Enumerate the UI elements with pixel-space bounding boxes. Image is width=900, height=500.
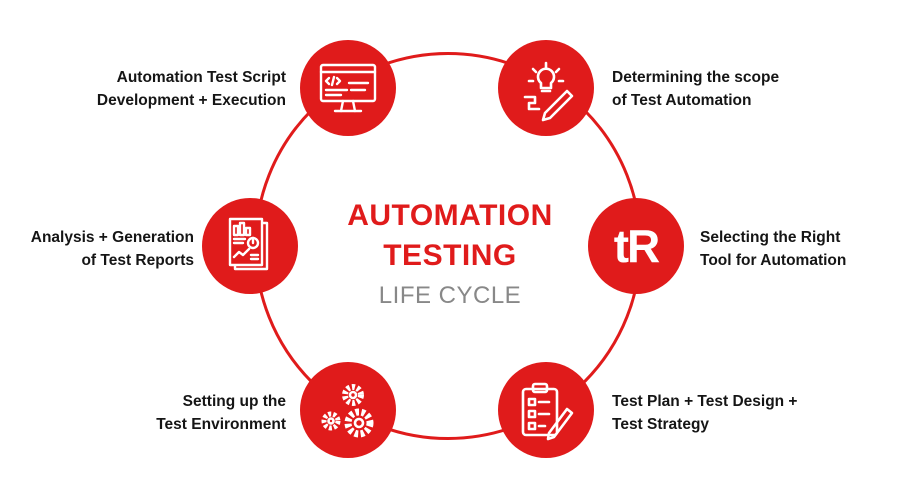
step-6-line-1: Automation Test Script bbox=[116, 69, 286, 86]
subtitle: LIFE CYCLE bbox=[378, 282, 522, 309]
step-6-label: Automation Test Script Development + Exe… bbox=[97, 66, 286, 112]
step-1-line-1: Determining the scope bbox=[612, 69, 780, 86]
step-4-label: Setting up the Test Environment bbox=[156, 390, 286, 436]
step-2-line-2: Tool for Automation bbox=[700, 252, 847, 269]
step-6-line-2: Development + Execution bbox=[96, 92, 286, 109]
step-4-node bbox=[300, 362, 396, 458]
tr-logo-icon: tR bbox=[613, 220, 661, 272]
step-3-line-1: Test Plan + Test Design + bbox=[612, 393, 798, 410]
title-line-2: TESTING bbox=[383, 239, 517, 272]
step-4-line-1: Setting up the bbox=[182, 393, 286, 410]
step-5-node bbox=[202, 198, 298, 294]
step-3-line-2: Test Strategy bbox=[612, 416, 710, 433]
clipboard-checklist-icon bbox=[521, 382, 574, 441]
step-1-node bbox=[498, 40, 594, 136]
step-3-label: Test Plan + Test Design + Test Strategy bbox=[612, 390, 798, 436]
title-line-1: AUTOMATION bbox=[347, 199, 553, 232]
report-documents-icon bbox=[228, 217, 269, 271]
step-2-label: Selecting the Right Tool for Automation bbox=[700, 226, 846, 272]
step-3-node bbox=[498, 362, 594, 458]
step-4-line-2: Test Environment bbox=[156, 416, 286, 433]
step-1-label: Determining the scope of Test Automation bbox=[612, 66, 779, 112]
step-1-line-2: of Test Automation bbox=[612, 92, 752, 109]
step-6-node bbox=[300, 40, 396, 136]
step-5-label: Analysis + Generation of Test Reports bbox=[31, 226, 194, 272]
lightbulb-pencil-icon bbox=[523, 61, 574, 122]
step-2-node: tR bbox=[588, 198, 684, 294]
step-5-line-1: Analysis + Generation bbox=[30, 229, 194, 246]
gears-icon bbox=[321, 384, 374, 438]
center-title: AUTOMATION TESTING LIFE CYCLE bbox=[300, 196, 600, 316]
step-5-line-2: of Test Reports bbox=[81, 252, 194, 269]
monitor-code-icon bbox=[319, 63, 377, 113]
step-2-line-1: Selecting the Right bbox=[700, 229, 841, 246]
